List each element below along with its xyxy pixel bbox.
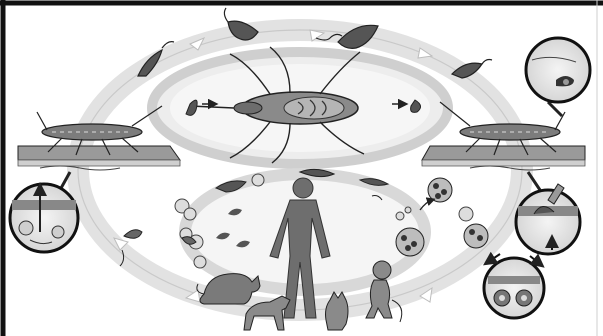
magnifier-inset-icon — [484, 258, 544, 318]
